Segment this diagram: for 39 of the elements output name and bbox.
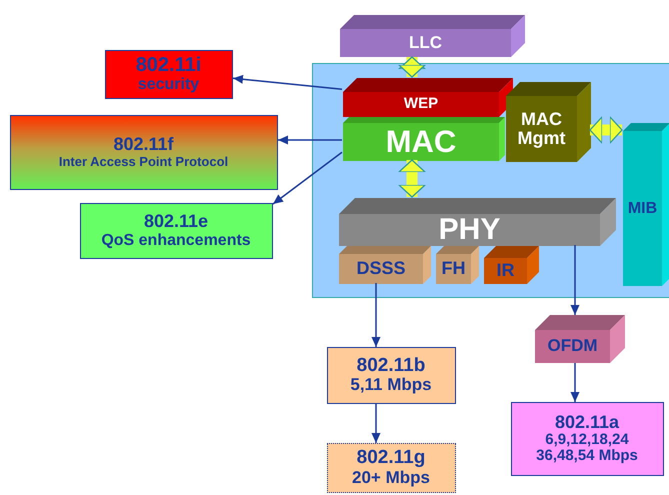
block-title: 802.11g [356, 448, 426, 469]
block-title: MIB [628, 200, 658, 218]
arrow [272, 152, 342, 205]
block-title: OFDM [547, 337, 598, 356]
standard-box [10, 115, 278, 190]
block-subtitle: QoS enhancements [101, 232, 251, 249]
block-title: LLC [408, 34, 442, 52]
arrow [570, 363, 580, 402]
standard-box [511, 402, 664, 476]
arrow [372, 404, 380, 443]
block-title: PHY [438, 214, 500, 246]
block-title: WEP [404, 96, 438, 113]
standard-box [80, 203, 273, 259]
double-arrow [589, 116, 623, 144]
block-title: FH [442, 259, 466, 279]
block-title: 802.11a [554, 412, 620, 432]
standard-box [327, 443, 456, 493]
double-arrow [398, 159, 426, 198]
arrow [278, 136, 342, 144]
block-title: MAC Mgmt [516, 110, 566, 148]
block-subtitle: security [138, 76, 200, 94]
block-title: IR [496, 261, 514, 281]
block-title: 802.11f [113, 135, 174, 155]
layer-panel [312, 63, 669, 298]
arrow [372, 283, 380, 347]
arrow [232, 74, 342, 90]
block-subtitle: 20+ Mbps [352, 468, 430, 487]
arrow [570, 245, 580, 315]
double-arrow [398, 56, 426, 78]
standard-box [327, 347, 456, 404]
block-subtitle: Inter Access Point Protocol [58, 154, 228, 169]
standard-box [105, 50, 233, 99]
block-title: MAC [386, 125, 456, 159]
block-title: 802.11b [356, 356, 426, 376]
block-subtitle: 6,9,12,18,24 36,48,54 Mbps [535, 432, 639, 464]
block-subtitle: 5,11 Mbps [350, 376, 432, 394]
block-title: 802.11e [144, 212, 208, 232]
block-title: 802.11i [136, 54, 202, 76]
block-title: DSSS [356, 259, 406, 279]
